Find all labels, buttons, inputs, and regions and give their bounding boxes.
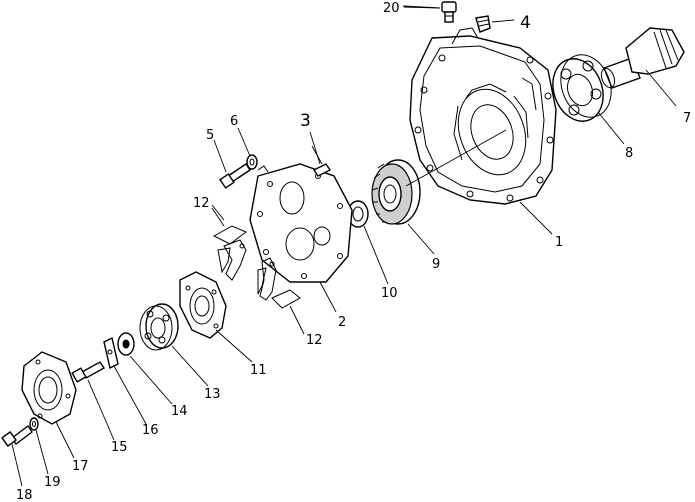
callout-2: 2 — [338, 315, 346, 330]
part-16-lock-plate — [103, 336, 119, 370]
callout-12-upper: 12 — [193, 196, 210, 211]
callout-12-lower: 12 — [306, 333, 323, 348]
part-12-shims-upper — [212, 225, 247, 281]
callout-1: 1 — [555, 235, 563, 250]
part-3-pin — [312, 163, 332, 177]
part-11-cover — [179, 271, 227, 339]
callout-11: 11 — [250, 363, 267, 378]
callout-17: 17 — [72, 459, 89, 474]
callout-20: 20 — [383, 1, 400, 16]
part-17-flange — [21, 351, 77, 425]
part-5-bolt — [219, 163, 251, 189]
callout-19: 19 — [44, 475, 61, 490]
part-8-bearing — [552, 54, 612, 122]
callout-3: 3 — [300, 111, 311, 131]
part-19-washer — [29, 417, 39, 431]
callout-4: 4 — [520, 13, 531, 33]
callout-10: 10 — [381, 286, 398, 301]
callout-8: 8 — [625, 146, 633, 161]
part-15-bolt — [71, 361, 106, 383]
part-20-plug — [441, 1, 457, 23]
part-18-bolt — [1, 424, 33, 447]
part-9-gear — [371, 159, 421, 225]
part-2-plate — [249, 163, 353, 283]
callout-9: 9 — [432, 257, 440, 272]
part-1-housing — [409, 27, 557, 205]
callout-5: 5 — [206, 128, 214, 143]
part-7-shaft — [600, 27, 685, 89]
part-14-collar — [117, 332, 135, 356]
part-12-shims-lower — [257, 257, 301, 309]
part-13-bearing — [139, 303, 179, 351]
callout-labels: 20 4 7 8 1 9 10 2 3 5 6 12 12 11 13 14 1… — [16, 1, 691, 502]
callout-13: 13 — [204, 387, 221, 402]
callout-16: 16 — [142, 423, 159, 438]
part-6-washer — [246, 154, 258, 170]
part-4-plug — [475, 15, 491, 33]
callout-18: 18 — [16, 488, 33, 502]
callout-6: 6 — [230, 114, 238, 129]
leader-lines — [11, 5, 677, 487]
callout-15: 15 — [111, 440, 128, 455]
callout-14: 14 — [171, 404, 188, 419]
callout-7: 7 — [683, 111, 691, 126]
